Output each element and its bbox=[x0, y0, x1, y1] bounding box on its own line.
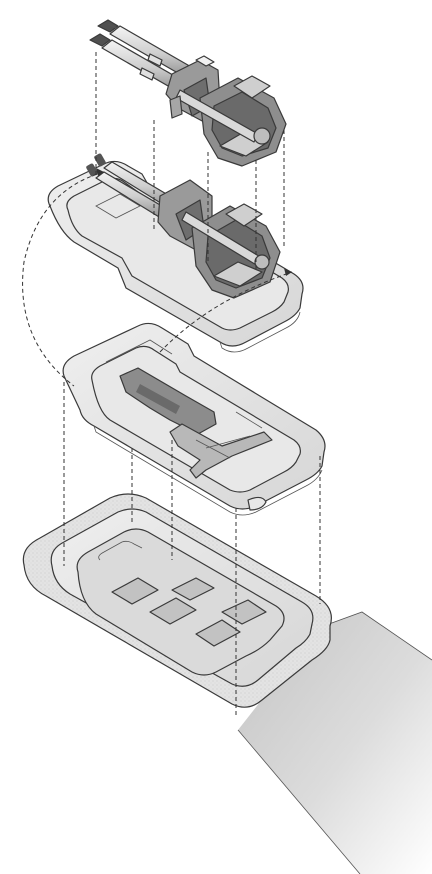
dashed-guide-lines bbox=[22, 52, 321, 718]
syringe-assembly-in-tray bbox=[86, 153, 281, 299]
outer-tray bbox=[22, 493, 332, 708]
syringe-assembly-floating bbox=[89, 19, 287, 167]
middle-insert-tray bbox=[62, 322, 326, 516]
